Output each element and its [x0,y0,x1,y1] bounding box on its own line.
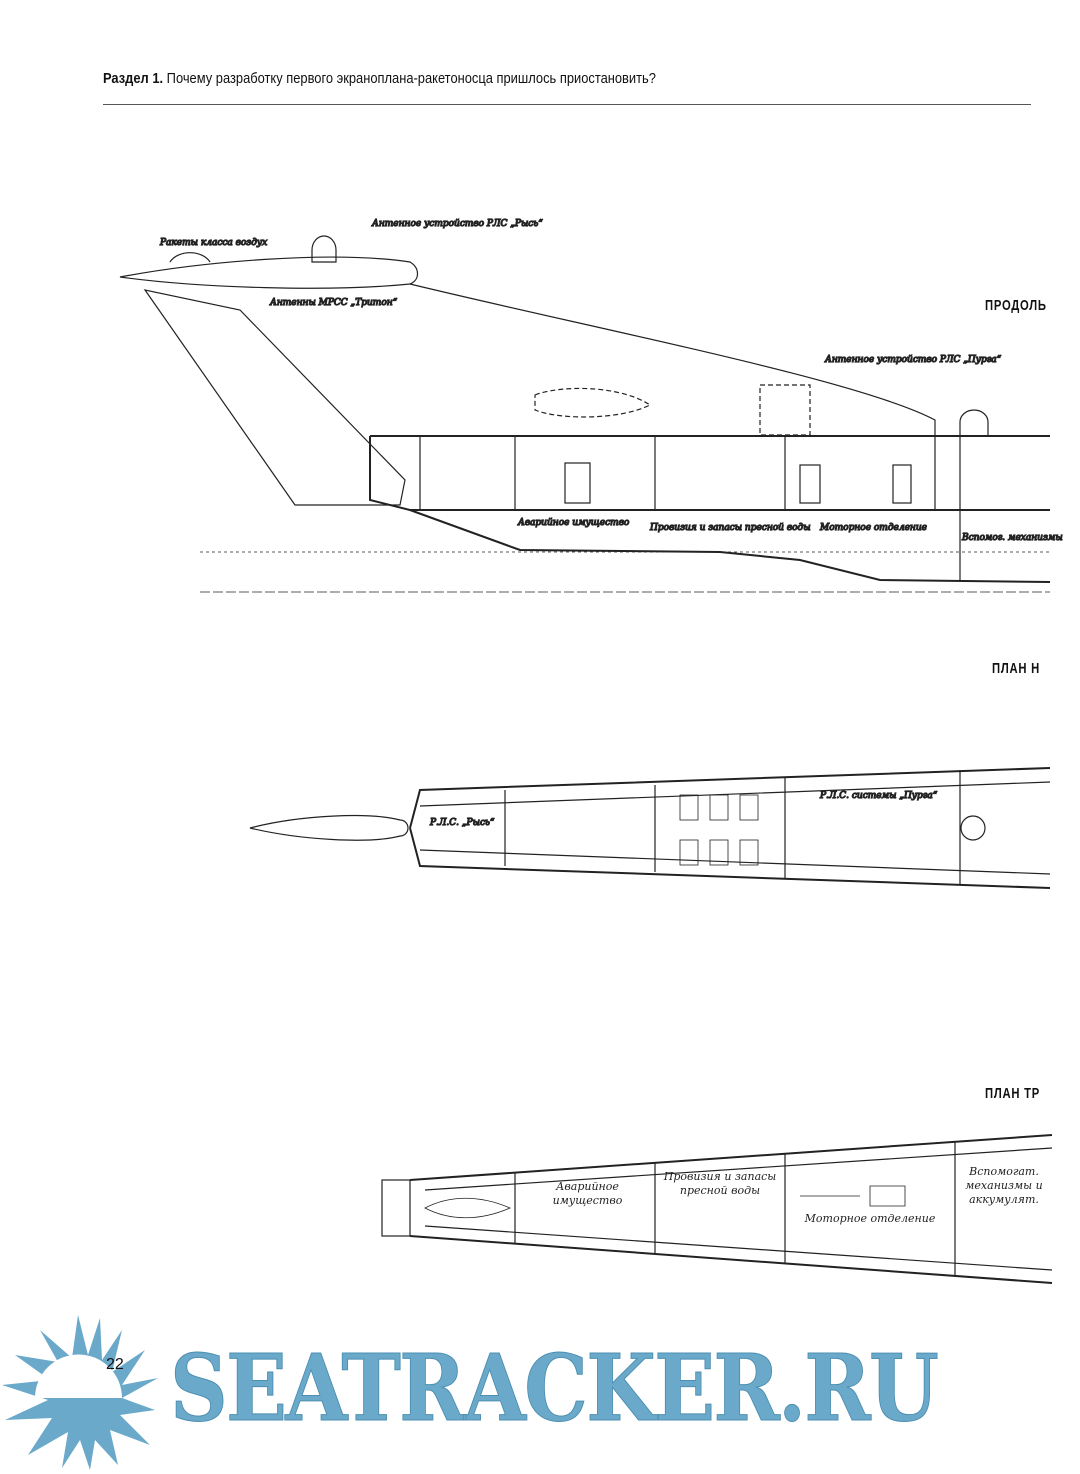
section-label: Раздел 1. [103,70,164,87]
label-aux-plan: Вспомогат. механизмы и аккумулят. [965,1165,1043,1206]
profile-view: Антенное устройство РЛС „Рысь“ Ракеты кл… [119,217,1063,593]
label-triton: Антенны МРСС „Тритон“ [269,297,398,308]
plan1-title: ПЛАН Н [992,660,1040,677]
profile-title: ПРОДОЛЬ [985,297,1047,314]
label-engine: Моторное отделение [819,523,927,533]
plan2-title: ПЛАН ТР [985,1085,1040,1102]
watermark-logo: SEATRACKER.RU [170,1334,940,1442]
label-provisions-plan: Провизия и запасы пресной воды [663,1170,777,1197]
label-purga-plan: Р.Л.С. системы „Пурга“ [819,790,938,801]
label-rockets: Ракеты класса воздух [159,238,267,248]
label-purga: Антенное устройство РЛС „Пурга“ [824,354,1002,365]
label-rys-antenna: Антенное устройство РЛС „Рысь“ [371,218,543,229]
label-rys-plan: Р.Л.С. „Рысь“ [429,817,495,828]
page-number: 22 [106,1356,124,1373]
plan-view-lower [381,1134,1053,1284]
page-header: Раздел 1. Почему разработку первого экра… [103,70,656,87]
header-rule [103,104,1031,105]
label-emergency-plan: Аварийное имущество [552,1180,623,1207]
section-title: Почему разработку первого экраноплана-ра… [166,70,656,87]
label-engine-plan: Моторное отделение [804,1212,936,1225]
plan-view-upper: Р.Л.С. „Рысь“ Р.Л.С. системы „Пурга“ [249,767,1051,889]
label-aux: Вспомог. механизмы [961,533,1063,543]
sun-logo-icon [2,1315,158,1470]
label-emergency: Аварийное имущество [517,518,630,528]
label-provisions: Провизия и запасы пресной воды [649,523,811,533]
